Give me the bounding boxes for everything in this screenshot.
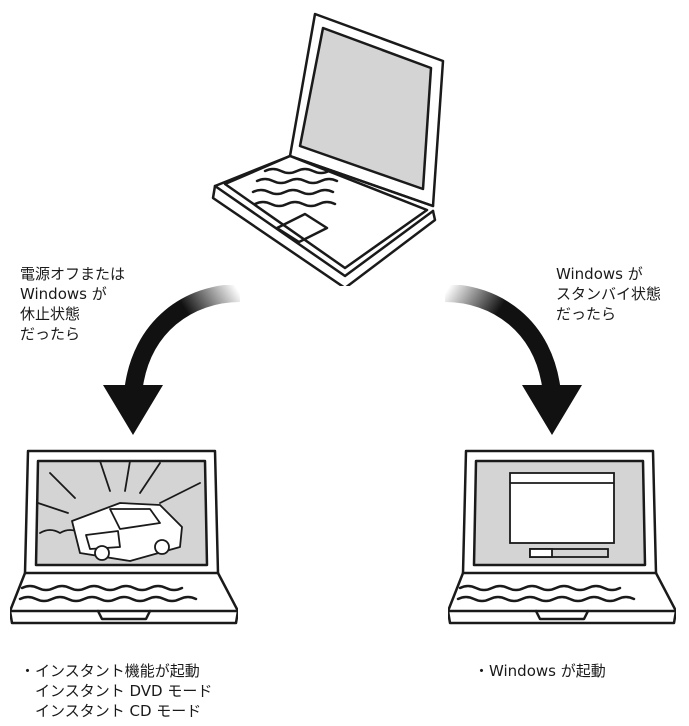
windows-startup-screen-icon bbox=[509, 472, 615, 558]
left-condition-line: 電源オフまたは bbox=[20, 265, 126, 283]
right-condition-line: スタンバイ状態 bbox=[556, 285, 662, 303]
left-condition-label: 電源オフまたは Windows が 休止状態 だったら bbox=[20, 264, 125, 344]
laptop-icon bbox=[10, 449, 238, 625]
right-condition-line: だったら bbox=[556, 305, 617, 323]
right-condition-label: Windows が スタンバイ状態 だったら bbox=[556, 264, 661, 324]
left-condition-line: 休止状態 bbox=[20, 305, 81, 323]
right-result-line: ・Windows が起動 bbox=[474, 662, 606, 680]
curved-arrow-icon bbox=[444, 285, 582, 435]
left-condition-line: Windows が bbox=[20, 285, 107, 303]
right-result-label: ・Windows が起動 bbox=[474, 661, 606, 681]
right-condition-line: Windows が bbox=[556, 265, 643, 283]
left-condition-line: だったら bbox=[20, 325, 81, 343]
left-result-label: ・インスタント機能が起動 インスタント DVD モード インスタント CD モー… bbox=[20, 661, 212, 721]
laptop-icon bbox=[211, 12, 445, 286]
car-scene-icon bbox=[37, 460, 201, 562]
curved-arrow-icon bbox=[103, 285, 241, 435]
left-result-line: インスタント DVD モード bbox=[20, 682, 213, 700]
left-result-line: ・インスタント機能が起動 bbox=[20, 662, 200, 680]
laptop-icon bbox=[448, 449, 676, 625]
left-result-line: インスタント CD モード bbox=[20, 702, 202, 720]
